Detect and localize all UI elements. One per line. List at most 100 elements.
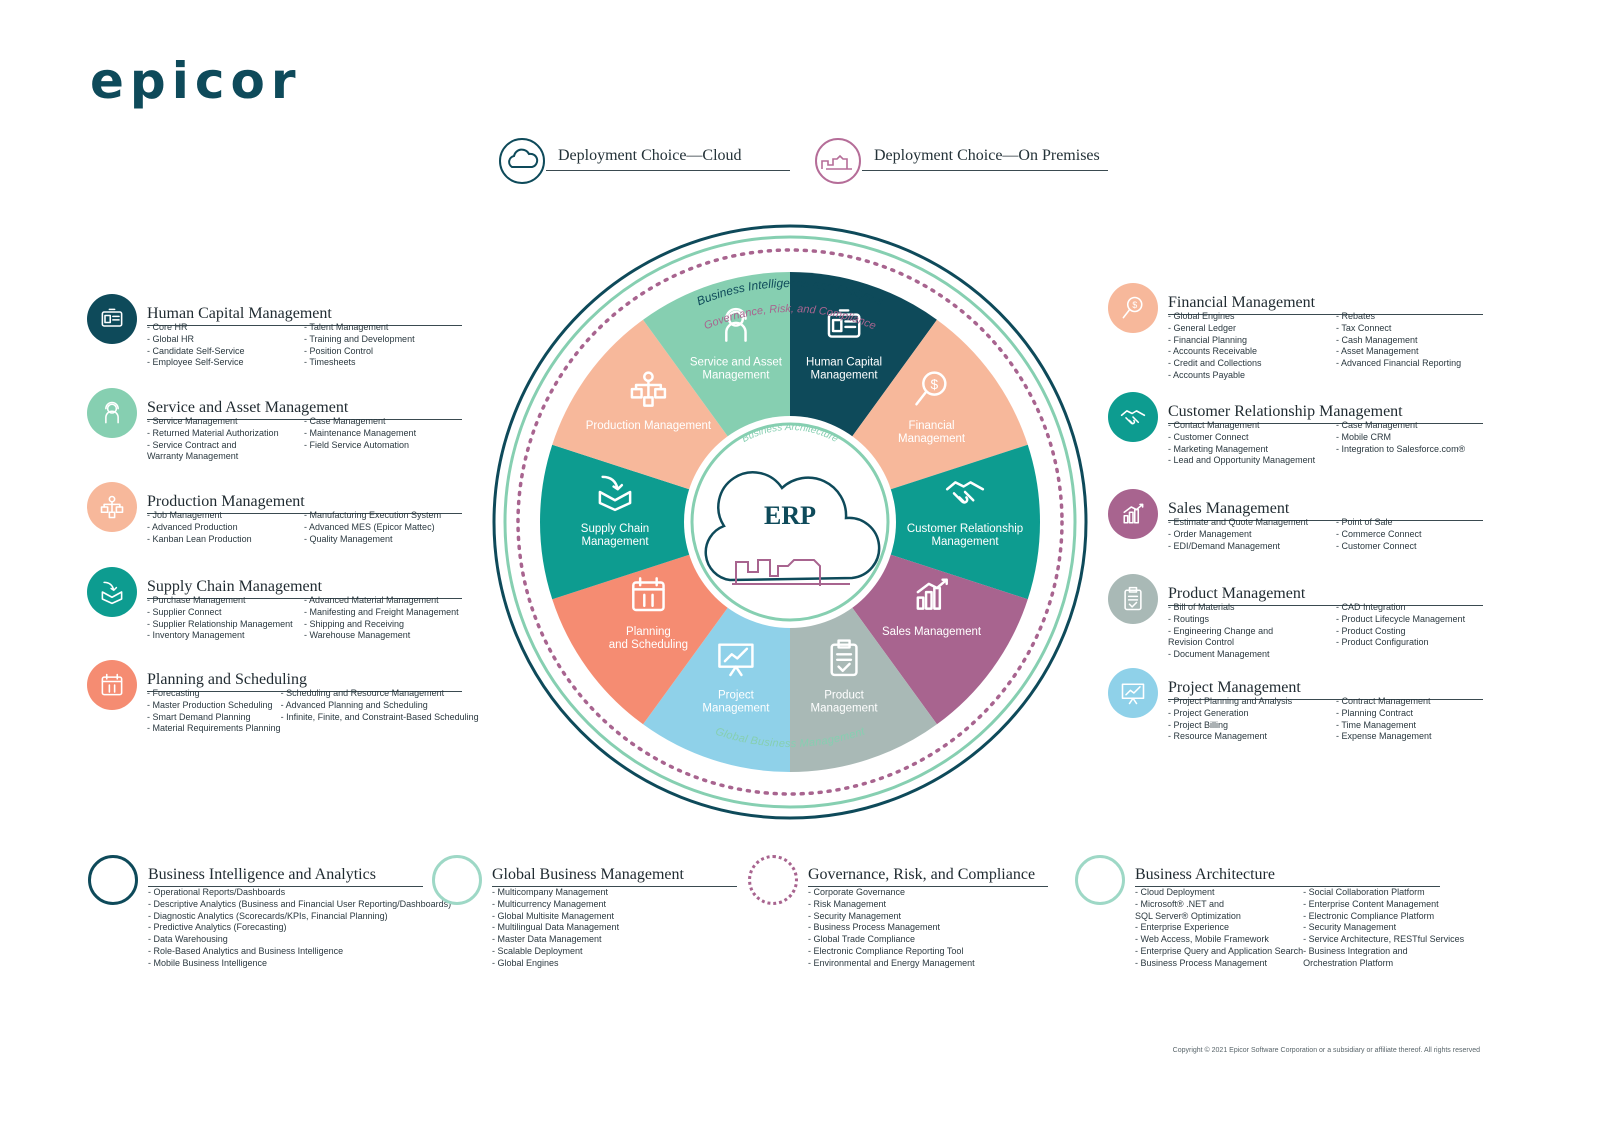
epicor-logo: epicor: [90, 52, 302, 110]
list-item: Global Engines: [1168, 311, 1336, 323]
list-item: Advanced Financial Reporting: [1336, 358, 1461, 370]
list-item: Resource Management: [1168, 731, 1336, 743]
section-list-col2: RebatesTax ConnectCash ManagementAsset M…: [1336, 311, 1461, 382]
wheel-segment-label: Product: [824, 689, 864, 701]
list-item: Shipping and Receiving: [304, 619, 459, 631]
svg-text:$: $: [930, 377, 938, 392]
section-list-col2: Point of SaleCommerce ConnectCustomer Co…: [1336, 517, 1422, 552]
wheel-segment-label: Management: [702, 702, 770, 714]
list-item: Returned Material Authorization: [147, 428, 304, 440]
list-item: Planning Contract: [1336, 708, 1432, 720]
list-item: Financial Planning: [1168, 335, 1336, 347]
list-item: Core HR: [147, 322, 304, 334]
list-item: Lead and Opportunity Management: [1168, 455, 1336, 467]
section-planning-and-scheduling: Planning and SchedulingForecastingMaster…: [87, 660, 479, 735]
list-item: Security Management: [1303, 922, 1464, 934]
list-item: Enterprise Query and Application Search: [1135, 946, 1304, 958]
list-item: Web Access, Mobile Framework: [1135, 934, 1303, 946]
section-title: Global Business Management: [492, 866, 737, 887]
section-icon-badge: [1108, 668, 1158, 718]
list-item: Project Planning and Analysis: [1168, 696, 1336, 708]
handshake-icon: [1120, 410, 1146, 425]
section-list-col1: Job ManagementAdvanced ProductionKanban …: [147, 510, 304, 545]
list-item: Enterprise Content Management: [1303, 899, 1464, 911]
section-production-management: Production ManagementJob ManagementAdvan…: [87, 482, 462, 545]
list-item: Global Engines: [492, 958, 619, 970]
section-list-col2: Case ManagementMaintenance ManagementFie…: [304, 416, 417, 463]
list-item: Project Billing: [1168, 720, 1336, 732]
buildings-icon: [815, 138, 861, 184]
ring-global-business: [503, 235, 1077, 809]
list-item: Credit and Collections: [1168, 358, 1336, 370]
list-item: Rebates: [1336, 311, 1461, 323]
list-item: Diagnostic Analytics (Scorecards/KPIs, F…: [148, 911, 451, 923]
section-list-col2: Scheduling and Resource ManagementAdvanc…: [281, 688, 479, 735]
list-item: Business Process Management: [808, 922, 975, 934]
deployment-cloud-label: Deployment Choice—Cloud: [546, 147, 790, 171]
list-item: Material Requirements Planning: [147, 723, 281, 735]
org-chart-icon: [100, 495, 124, 519]
list-item: Mobile Business Intelligence: [148, 958, 451, 970]
list-item: Product Costing: [1336, 626, 1465, 638]
headset-person-icon: [725, 307, 747, 342]
erp-buildings-icon: [732, 559, 850, 586]
wheel-segment-icon-5: [718, 643, 754, 677]
id-card-icon: [101, 308, 123, 327]
section-title: Business Intelligence and Analytics: [148, 866, 423, 887]
list-item: Position Control: [304, 346, 415, 358]
list-item: Descriptive Analytics (Business and Fina…: [148, 899, 452, 911]
section-list-col1: Estimate and Quote ManagementOrder Manag…: [1168, 517, 1336, 552]
section-icon-badge: [87, 294, 137, 344]
wheel-segment-7: [540, 444, 790, 600]
wheel-segment-label: Supply Chain: [581, 523, 649, 535]
box-arrow-icon: [598, 475, 632, 512]
wheel-segment-icon-6: [632, 577, 665, 612]
list-item: Smart Demand Planning: [147, 712, 281, 724]
list-item: Time Management: [1336, 720, 1432, 732]
list-item: Advanced Planning and Scheduling: [281, 700, 479, 712]
list-item: Cloud Deployment: [1135, 887, 1303, 899]
wheel-segment-label: Sales Management: [882, 626, 982, 638]
section-icon-badge: $: [1108, 283, 1158, 333]
id-card-icon: [827, 309, 861, 338]
list-item: Talent Management: [304, 322, 415, 334]
section-icon-badge: [87, 567, 137, 617]
ring-governance: [516, 248, 1064, 796]
list-item: Supplier Relationship Management: [147, 619, 304, 631]
calendar-icon: [632, 577, 665, 612]
list-item: Global Trade Compliance: [808, 934, 975, 946]
list-item: Contract Management: [1336, 696, 1432, 708]
bar-chart-icon: [916, 578, 948, 610]
ring-icon: [748, 855, 798, 905]
wheel-segment-2: [790, 444, 1040, 600]
deployment-cloud: Deployment Choice—Cloud: [498, 137, 790, 185]
section-list-col2: Manufacturing Execution SystemAdvanced M…: [304, 510, 441, 545]
list-item: Expense Management: [1336, 731, 1432, 743]
copyright-text: Copyright © 2021 Epicor Software Corpora…: [1172, 1047, 1480, 1054]
list-item: Multicurrency Management: [492, 899, 619, 911]
list-item: Data Warehousing: [148, 934, 451, 946]
wheel-segment-icon-8: [630, 371, 667, 407]
section-sales-management: Sales ManagementEstimate and Quote Manag…: [1108, 489, 1483, 552]
list-item: Accounts Receivable: [1168, 346, 1336, 358]
list-item: Purchase Management: [147, 595, 304, 607]
wheel-segment-label: Management: [702, 370, 770, 382]
list-item: Engineering Change and: [1168, 626, 1336, 638]
list-item: Case Management: [1336, 420, 1465, 432]
list-item: Environmental and Energy Management: [808, 958, 975, 970]
deployment-on-premises: Deployment Choice—On Premises: [814, 137, 1108, 185]
list-item: Inventory Management: [147, 630, 304, 642]
section-list-col1: Purchase ManagementSupplier ConnectSuppl…: [147, 595, 304, 642]
wheel-segment-icon-3: [916, 578, 948, 610]
list-item: Employee Self-Service: [147, 357, 304, 369]
list-item: Infinite, Finite, and Constraint-Based S…: [281, 712, 479, 724]
list-item: Cash Management: [1336, 335, 1461, 347]
deployment-on-premises-label: Deployment Choice—On Premises: [862, 147, 1108, 171]
wheel-segment-icon-7: [598, 475, 632, 512]
list-item: Multilingual Data Management: [492, 922, 620, 934]
bar-chart-icon: [1123, 503, 1144, 524]
cloud-icon: [499, 138, 545, 184]
ring-icon: [432, 855, 482, 905]
section-title: Governance, Risk, and Compliance: [808, 866, 1048, 887]
section-customer-relationship-management: Customer Relationship ManagementContact …: [1108, 392, 1483, 467]
